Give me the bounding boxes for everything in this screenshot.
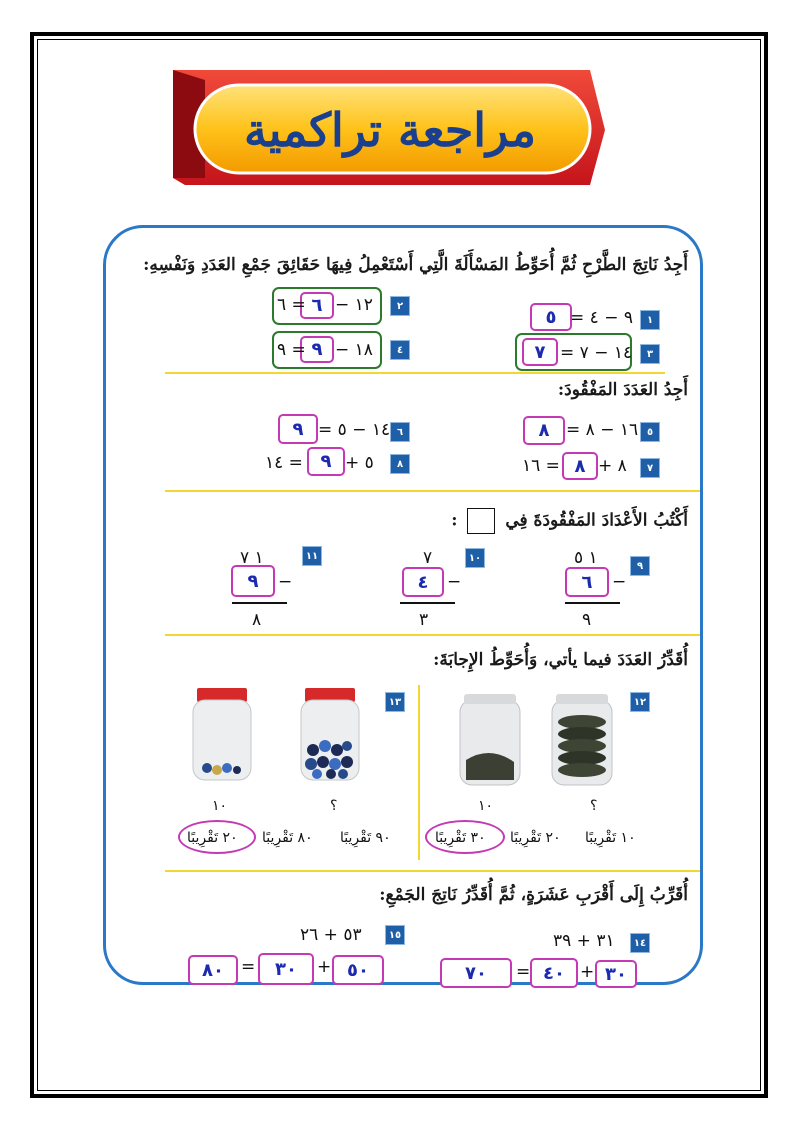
minuend: ١ ٥: [574, 548, 598, 568]
expression-tail: = ٦: [277, 295, 306, 315]
item-number: ١٣: [385, 692, 405, 712]
empty-box-icon: [467, 508, 496, 534]
option[interactable]: ١٠ تَقْرِيبًا: [585, 830, 636, 846]
column-divider: [418, 685, 420, 860]
separator: [165, 634, 700, 636]
item-number: ٣: [640, 344, 660, 364]
expression: ١٨ −: [335, 340, 373, 360]
sec3-instruction: أَكْتُبُ الأَعْدَادَ المَفْقُودَةَ فِي :: [451, 508, 688, 534]
sec5-instruction: أُقَرِّبُ إِلَى أَقْرَبِ عَشَرَةٍ، ثُمَّ…: [379, 885, 688, 905]
selection-circle: [425, 820, 505, 854]
minus-sign: −: [278, 572, 293, 592]
expression: ٥ +: [345, 453, 374, 473]
instruction-colon: :: [451, 510, 458, 531]
expression-tail: = ٩: [277, 340, 306, 360]
expression: ٨ +: [598, 456, 627, 476]
item-number: ٤: [390, 340, 410, 360]
outer-frame: [30, 32, 768, 1098]
green-circle: [515, 333, 632, 371]
expression-tail: = ١٦: [522, 456, 560, 476]
item-number: ١٠: [465, 548, 485, 568]
answer-box[interactable]: ٩: [231, 565, 275, 597]
green-circle: [272, 287, 382, 325]
answer-box[interactable]: ٨: [562, 452, 598, 480]
page-title: مراجعة تراكمية: [243, 103, 537, 157]
answer-box[interactable]: ٧: [522, 338, 558, 366]
plus-sign: +: [580, 962, 595, 982]
item-number: ١٢: [630, 692, 650, 712]
rounded-addend[interactable]: ٣٠: [258, 953, 314, 985]
result-line: [400, 602, 455, 604]
expression: ٩ − ٤ =: [570, 308, 633, 328]
rounded-addend[interactable]: ٥٠: [332, 955, 384, 985]
estimated-sum[interactable]: ٧٠: [440, 958, 512, 988]
expression: ١٤ − ٧ =: [560, 343, 633, 363]
answer-box[interactable]: ٤: [402, 567, 444, 597]
expression: ١٤ − ٥ =: [318, 420, 391, 440]
difference: ٨: [252, 610, 262, 630]
difference: ٩: [582, 610, 592, 630]
result-line: [565, 602, 620, 604]
jars-with-cucumbers: [459, 694, 613, 786]
minuend: ٧: [423, 548, 433, 568]
plus-sign: +: [317, 957, 332, 977]
expression: ١٢ −: [335, 295, 373, 315]
minuend: ١ ٧: [240, 548, 264, 568]
title-banner: [173, 70, 605, 185]
equals-sign: =: [516, 962, 531, 982]
item-number: ٨: [390, 454, 410, 474]
option[interactable]: ٢٠ تَقْرِيبًا: [510, 830, 561, 846]
separator: [165, 372, 665, 374]
option[interactable]: ٨٠ تَقْرِيبًا: [262, 830, 313, 846]
item-number: ٢: [390, 296, 410, 316]
option-selected[interactable]: ٣٠ تَقْرِيبًا: [435, 830, 486, 846]
estimated-sum[interactable]: ٨٠: [188, 955, 238, 985]
expression-tail: = ١٤: [265, 453, 303, 473]
expression: ٣١ + ٣٩: [553, 931, 615, 951]
rounded-addend[interactable]: ٣٠: [595, 960, 637, 988]
minus-sign: −: [612, 572, 627, 592]
green-circle: [272, 331, 382, 369]
sec2-instruction: أَجِدُ العَدَدَ المَفْقُودَ:: [557, 380, 688, 400]
rounded-addend[interactable]: ٤٠: [530, 958, 578, 988]
item-number: ٥: [640, 422, 660, 442]
item-number: ١٤: [630, 933, 650, 953]
answer-box[interactable]: ٩: [278, 414, 318, 444]
jar-label: ١٠: [478, 798, 494, 814]
answer-box[interactable]: ٥: [530, 303, 572, 331]
jar-label: ١٠: [212, 798, 228, 814]
answer-box[interactable]: ٦: [300, 292, 334, 319]
answer-box[interactable]: ٩: [300, 336, 334, 363]
item-number: ٧: [640, 458, 660, 478]
item-number: ٦: [390, 422, 410, 442]
expression: ٥٣ + ٢٦: [300, 925, 362, 945]
jar-label: ؟: [330, 798, 338, 814]
equals-sign: =: [241, 957, 256, 977]
separator: [165, 490, 700, 492]
option-selected[interactable]: ٢٠ تَقْرِيبًا: [187, 830, 238, 846]
sec1-instruction: أَجِدُ نَاتِجَ الطَّرْحِ ثُمَّ أُحَوِّطُ…: [143, 255, 688, 275]
jar-label: ؟: [590, 798, 598, 814]
item-number: ١٥: [385, 925, 405, 945]
expression: ١٦ − ٨ =: [566, 420, 639, 440]
answer-box[interactable]: ٨: [523, 416, 565, 445]
difference: ٣: [419, 610, 429, 630]
selection-circle: [178, 820, 256, 854]
answer-box[interactable]: ٦: [565, 567, 609, 597]
separator: [165, 870, 700, 872]
jars-with-marbles: [192, 688, 360, 781]
minus-sign: −: [447, 572, 462, 592]
sec4-instruction: أُقَدِّرُ العَدَدَ فيما يأتي، وَأُحَوِّط…: [433, 650, 688, 670]
result-line: [232, 602, 287, 604]
item-number: ١١: [302, 546, 322, 566]
inner-frame: [37, 39, 761, 1091]
answer-box[interactable]: ٩: [307, 447, 345, 476]
item-number: ٩: [630, 556, 650, 576]
option[interactable]: ٩٠ تَقْرِيبًا: [340, 830, 391, 846]
item-number: ١: [640, 310, 660, 330]
instruction-text: أَكْتُبُ الأَعْدَادَ المَفْقُودَةَ فِي: [505, 510, 688, 531]
